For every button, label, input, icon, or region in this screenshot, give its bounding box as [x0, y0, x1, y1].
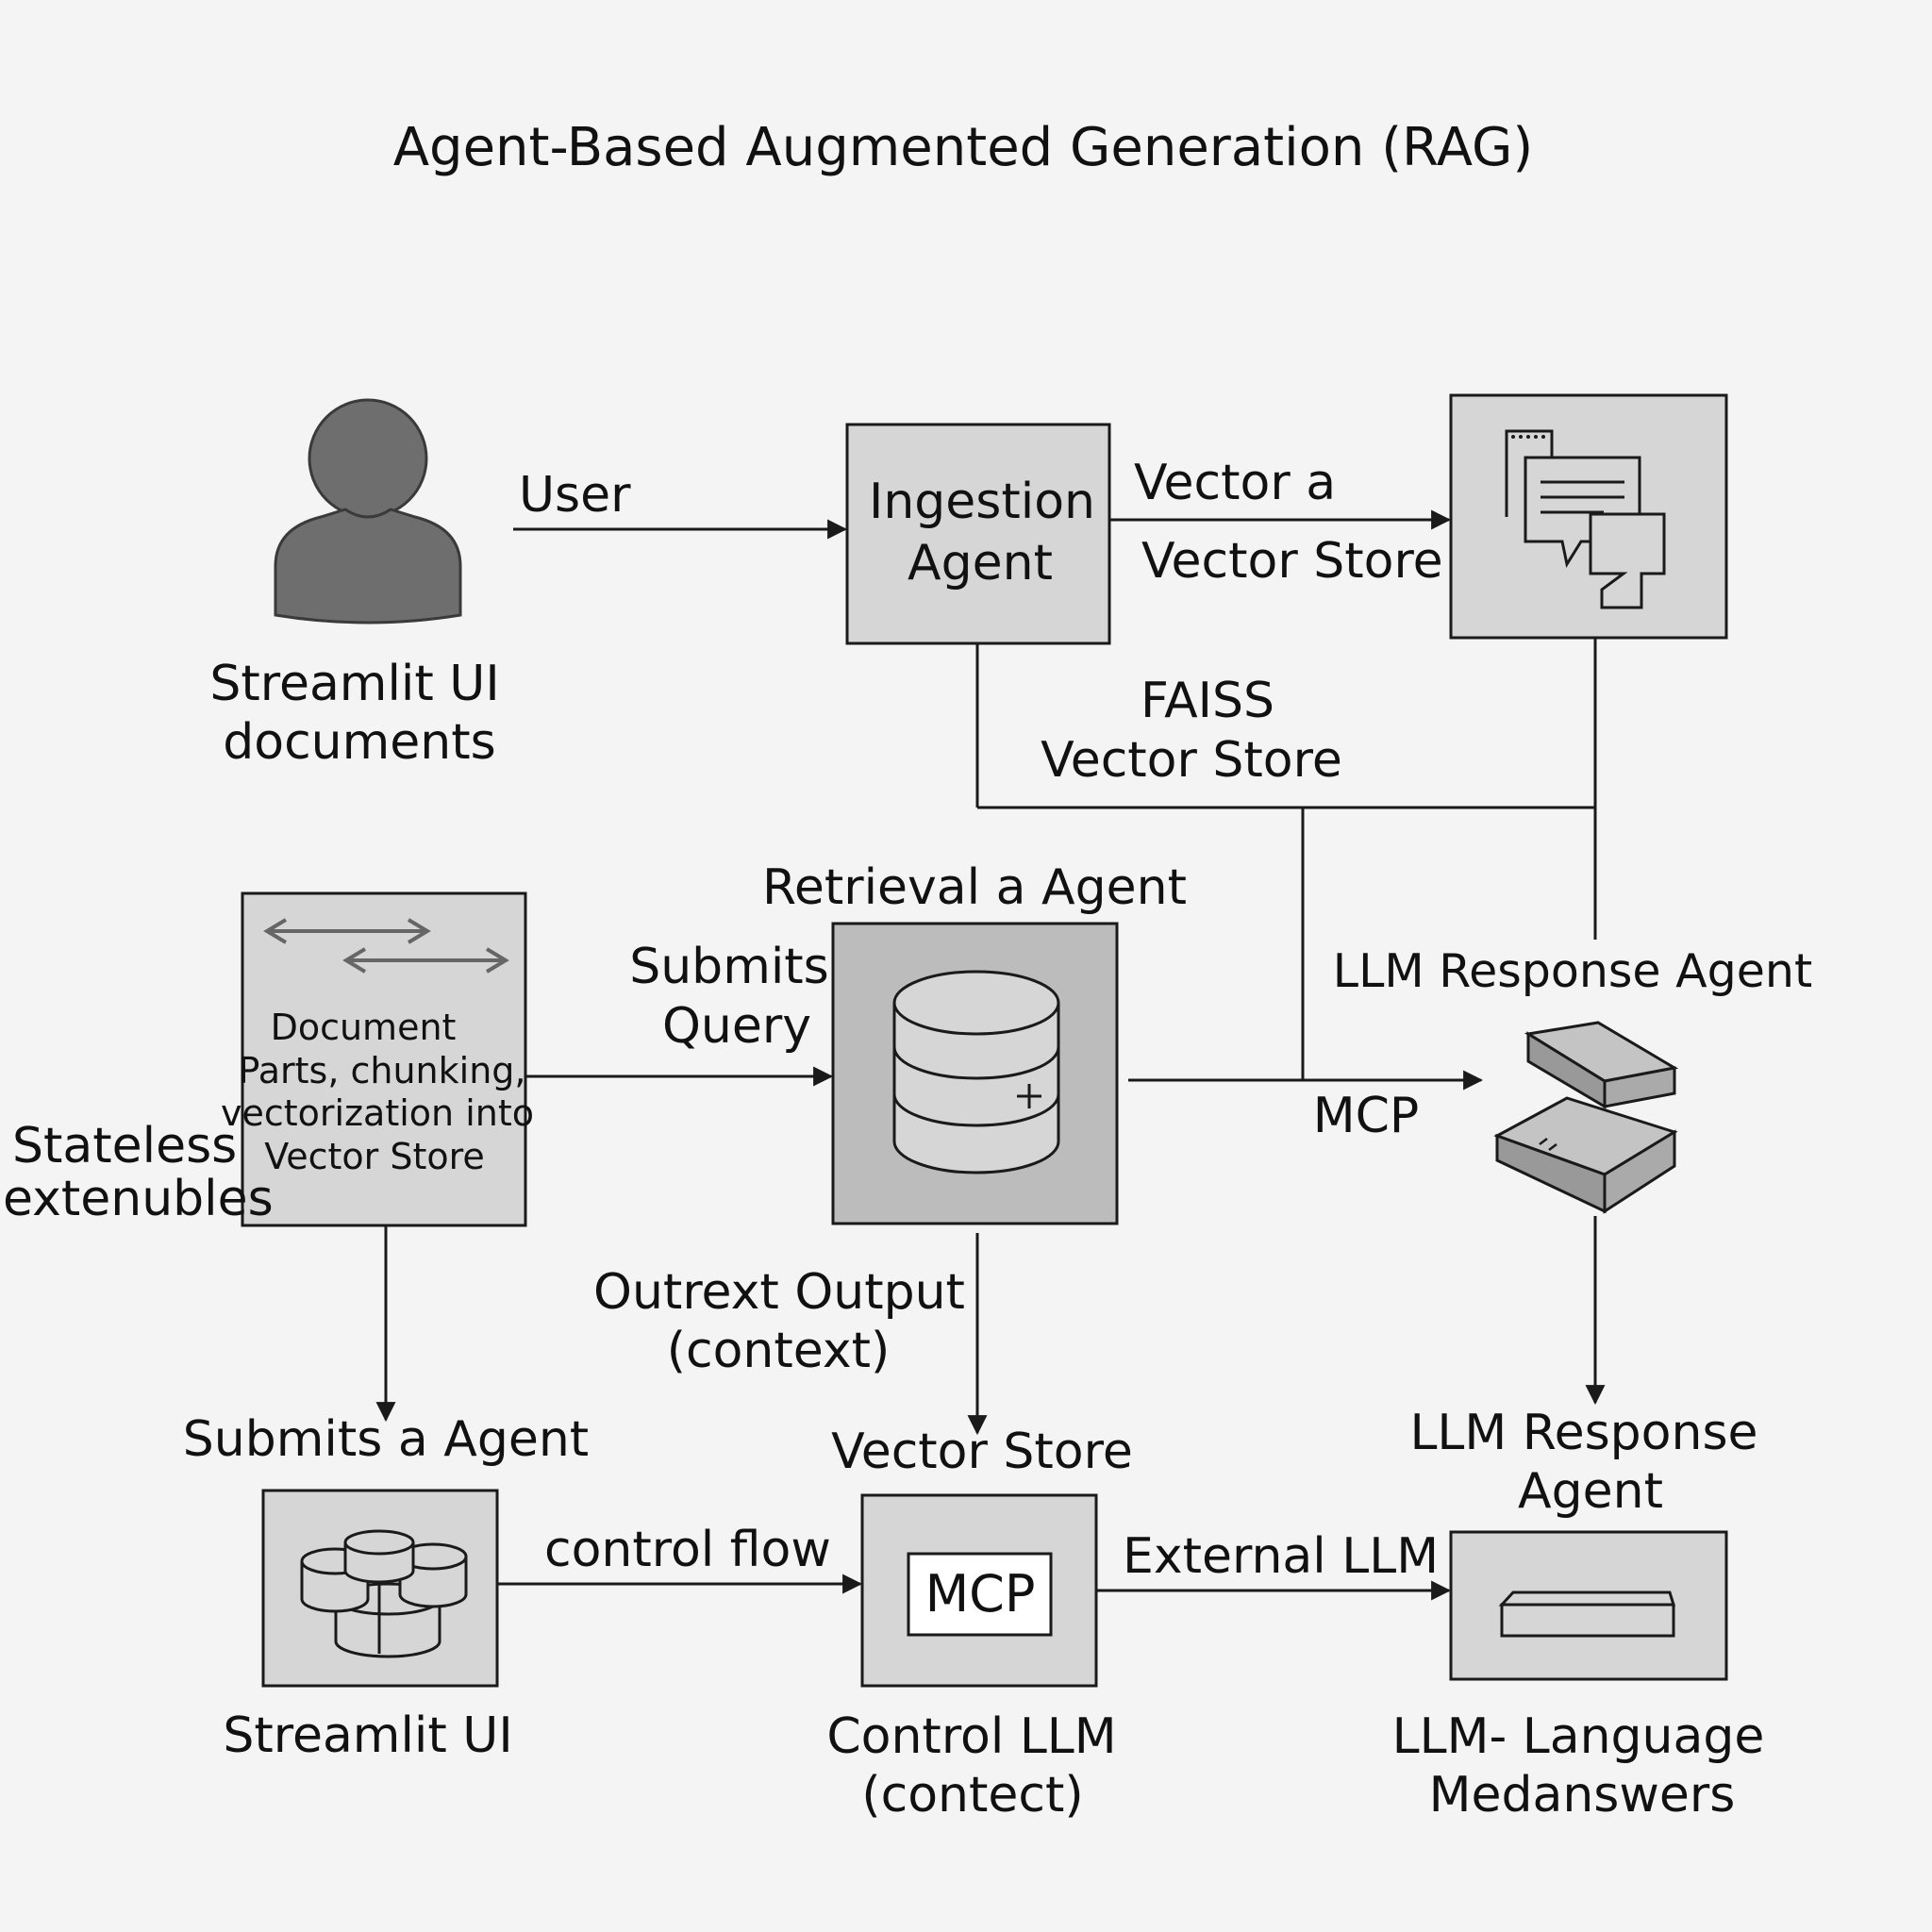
mcp-inner-box[interactable]: [907, 1552, 1053, 1637]
user-caption-line1: Streamlit UI: [209, 656, 500, 712]
outrext-output-label-line1: Outrext Output: [593, 1264, 965, 1321]
ingestion-agent-box[interactable]: [845, 423, 1111, 645]
document-box-line3: vectorization into: [221, 1092, 534, 1134]
user-silhouette-icon: [274, 398, 462, 625]
stateless-label-line2: extenubles: [3, 1171, 274, 1227]
chat-windows-detail: [1505, 429, 1666, 609]
submits-query-label-line2: Query: [661, 998, 812, 1055]
submits-a-agent-label: Submits a Agent: [182, 1411, 590, 1468]
control-llm-caption-line2: (contect): [861, 1767, 1084, 1824]
edge-label-user: User: [519, 467, 631, 524]
bidirectional-arrows-icon: [263, 918, 509, 974]
vector-store-bottom-label: Vector Store: [831, 1424, 1133, 1480]
faiss-label-line2: Vector Store: [1041, 732, 1342, 789]
edge-label-vector-a: Vector a: [1134, 455, 1337, 511]
llm-bottom-top-label-line2: Agent: [1518, 1463, 1663, 1520]
external-llm-label: External LLM: [1123, 1528, 1440, 1585]
llm-bottom-top-label-line1: LLM Response: [1409, 1405, 1758, 1461]
connectors: [375, 509, 1606, 1601]
mcp-mid-label: MCP: [1312, 1088, 1420, 1144]
user-caption-line2: documents: [223, 714, 496, 771]
stacked-layers-icon: [1493, 1021, 1679, 1214]
llm-bottom-caption-line1: LLM- Language: [1391, 1708, 1765, 1765]
control-llm-caption-line1: Control LLM: [826, 1708, 1117, 1765]
control-flow-label: control flow: [544, 1522, 831, 1578]
database-cluster-icon: [300, 1529, 468, 1658]
edge-label-vector-store: Vector Store: [1141, 533, 1443, 590]
llm-bottom-caption-line2: Medanswers: [1428, 1767, 1736, 1824]
flat-device-icon: [1498, 1591, 1676, 1638]
stateless-label-line1: Stateless: [12, 1118, 238, 1174]
ingestion-agent-label-line1: Ingestion: [869, 474, 1095, 530]
llm-response-agent-top-label: LLM Response Agent: [1332, 944, 1813, 998]
document-box[interactable]: [241, 891, 527, 1227]
faiss-label-line1: FAISS: [1140, 673, 1275, 729]
ingestion-agent-label-line2: Agent: [908, 535, 1053, 591]
retrieval-agent-label: Retrieval a Agent: [762, 859, 1187, 916]
submits-query-label-line1: Submits: [629, 939, 829, 995]
mcp-inner-text: MCP: [924, 1564, 1036, 1624]
document-box-line1: Document: [270, 1007, 457, 1048]
document-box-line4: Vector Store: [264, 1136, 485, 1177]
document-box-line2: Parts, chunking,: [238, 1050, 526, 1091]
page-title: Agent-Based Augmented Generation (RAG): [392, 117, 1534, 178]
database-plus-icon: [892, 970, 1060, 1174]
outrext-output-label-line2: (context): [666, 1323, 891, 1379]
streamlit-ui-bottom-caption: Streamlit UI: [223, 1707, 513, 1764]
